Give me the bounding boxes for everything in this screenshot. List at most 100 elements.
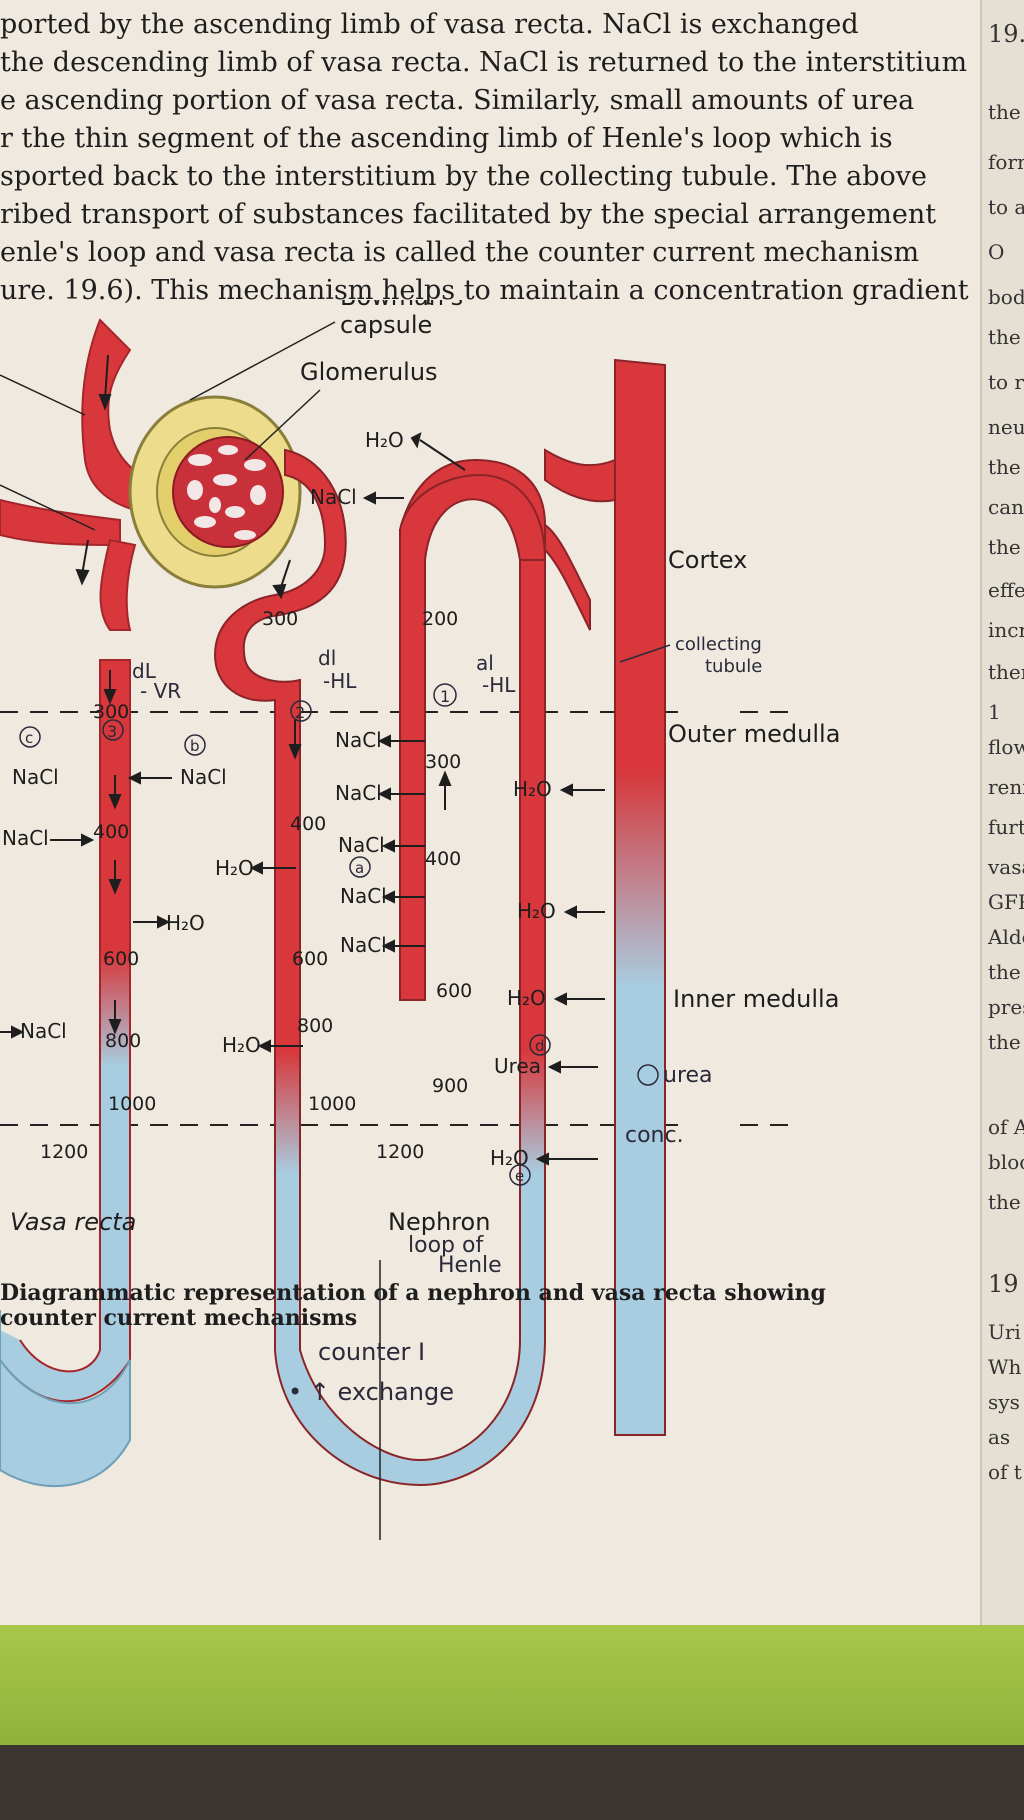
hand-circle-c: c [25,729,33,747]
dark-shadow-region [0,1745,1024,1820]
nacl-label: NaCl [20,1019,67,1043]
nacl-label: NaCl [180,765,227,789]
edge-text: of t [988,1460,1022,1484]
edge-text: sys [988,1390,1020,1414]
edge-text: O [988,240,1005,264]
asc-600: 600 [436,980,472,1002]
bowmans-capsule-label: capsule [340,311,432,339]
edge-text: incre [988,618,1024,642]
edge-text: 1 [988,700,1001,724]
glomerulus [172,436,284,548]
caption-line: counter current mechanisms [0,1305,357,1331]
desc-400: 400 [290,813,326,835]
edge-text: the b [988,325,1024,349]
edge-text: Aldo [988,925,1024,949]
edge-text: as [988,1425,1011,1449]
hand-circle-2: 2 [295,703,305,722]
vasa-recta [0,659,131,1488]
edge-text: Uri [988,1320,1021,1344]
edge-text: to re [988,370,1024,394]
outer-medulla-label: Outer medulla [668,720,840,748]
edge-text: the fu [988,100,1024,124]
h2o-label: H₂O [365,428,404,452]
asc-300: 300 [425,751,461,773]
h2o-label: H₂O [222,1033,261,1057]
hand-dl-vr: - VR [140,679,181,703]
structure-labels: Bowman's capsule Glomerulus Cortex Outer… [10,300,840,1236]
edge-text: reni [988,775,1024,799]
bottom-handwriting: counter I • ↑ exchange [288,1338,454,1406]
green-cloth-band [0,1625,1024,1745]
hand-circle-3: 3 [107,722,117,741]
hand-collecting-tubule: collecting [675,634,762,655]
vasa-1200: 1200 [40,1141,88,1163]
afferent-arteriole [0,318,161,631]
handwritten-notes: dL - VR dl -HL al -HL collecting tubule … [19,634,762,1278]
hand-urea: urea [663,1063,713,1088]
hand-conc: conc. [625,1123,684,1148]
nacl-label: NaCl [2,826,49,850]
edge-text: flow [988,735,1024,759]
edge-text: effec [988,578,1024,602]
zone-dividers [0,711,800,1126]
nacl-label: NaCl [338,833,385,857]
pct-200: 200 [422,608,458,630]
hand-circle-1: 1 [440,687,450,706]
edge-text: the [988,1030,1021,1054]
next-page-edge [980,0,1024,1820]
figure-caption: Diagrammatic representation of a nephron… [0,1280,826,1331]
edge-text: furt [988,815,1024,839]
glomerulus-label: Glomerulus [300,358,438,386]
page-background [0,0,980,1820]
hand-al-hl: -HL [482,673,516,697]
desc-800: 800 [297,1015,333,1037]
hand-circle-d: d [535,1037,545,1055]
urea-label: Urea [494,1054,541,1078]
hand-circle-a: a [355,859,364,877]
h2o-label: H₂O [166,911,205,935]
vasa-300: 300 [93,701,129,723]
nacl-label: NaCl [310,485,357,509]
hand-collecting-tubule: tubule [705,656,762,677]
edge-text: the t [988,455,1024,479]
edge-text: body [988,285,1024,309]
edge-text: Wh [988,1355,1022,1379]
edge-text: can s [988,495,1024,519]
hand-dl-hl: -HL [323,669,357,693]
ascending-limb [399,473,547,1001]
edge-text: 19.5 [988,20,1024,48]
vasa-1000: 1000 [108,1093,156,1115]
nacl-label: NaCl [12,765,59,789]
hand-counter: counter I [318,1338,425,1366]
vasa-400: 400 [93,821,129,843]
hand-loop-of-henle: Henle [438,1253,502,1278]
proximal-tubule-and-descending-limb [213,448,546,1487]
concentration-values: 300 400 600 800 1000 1200 300 200 400 60… [40,608,472,1163]
edge-text: to a c [988,195,1024,219]
loop-1200: 1200 [376,1141,424,1163]
pct-300: 300 [262,608,298,630]
edge-text: the [988,960,1021,984]
desc-600: 600 [292,948,328,970]
paragraph-line: e ascending portion of vasa recta. Simil… [0,85,915,116]
h2o-label: H₂O [507,986,546,1010]
bowmans-capsule-label: Bowman's [340,300,463,311]
exchange-arrows [0,432,605,1166]
nephron-label: Nephron [388,1208,490,1236]
h2o-label: H₂O [517,899,556,923]
paragraph-line: ribed transport of substances facilitate… [0,199,937,230]
h2o-label: H₂O [513,777,552,801]
vasa-recta-label: Vasa recta [10,1208,136,1236]
hand-exchange: • ↑ exchange [288,1378,454,1406]
vasa-600: 600 [103,948,139,970]
edge-text: the f [988,535,1024,559]
h2o-label: H₂O [215,856,254,880]
desc-1000: 1000 [308,1093,356,1115]
nacl-label: NaCl [340,933,387,957]
paragraph-line: ported by the ascending limb of vasa rec… [0,9,859,40]
leader-lines [0,321,381,1540]
body-paragraph: ported by the ascending limb of vasa rec… [0,6,969,310]
hand-dl-hl: dl [318,646,336,670]
solute-labels: NaCl H₂O NaCl NaCl NaCl H₂O NaCl H₂O H₂O… [2,428,556,1170]
